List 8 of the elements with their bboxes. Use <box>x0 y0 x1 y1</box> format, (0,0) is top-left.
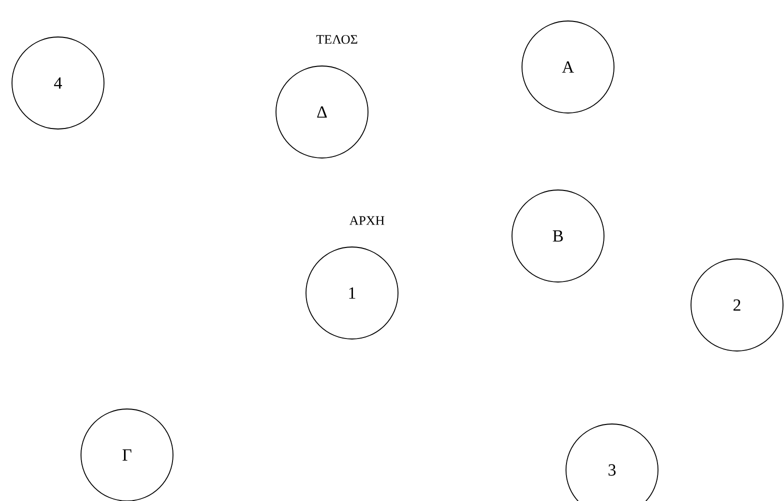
circle-node: Β <box>512 190 604 282</box>
circle-node: Δ <box>276 66 368 158</box>
circle-node: 2 <box>690 258 784 352</box>
node-caption: ΑΡΧΗ <box>349 216 384 225</box>
circle-node: Α <box>522 20 614 114</box>
circle-node: 1 <box>306 246 398 340</box>
node-caption: ΤΕΛΟΣ <box>316 35 358 44</box>
circle-node: 4 <box>12 36 104 130</box>
